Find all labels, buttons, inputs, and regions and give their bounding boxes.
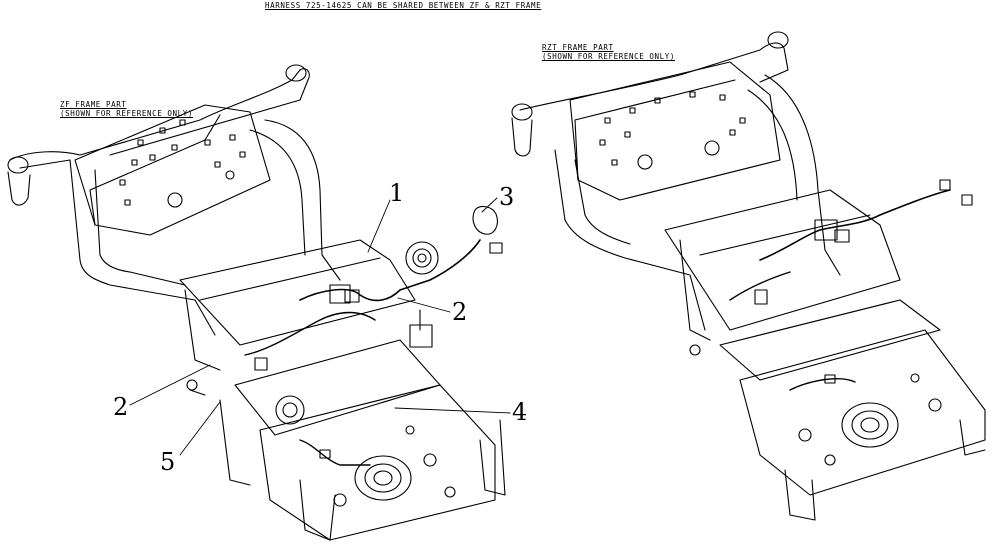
zf-harness bbox=[299, 239, 481, 302]
header-note: HARNESS 725-14625 CAN BE SHARED BETWEEN … bbox=[265, 1, 542, 10]
rzt-left-rail bbox=[554, 149, 706, 331]
zf-rear-plate bbox=[74, 104, 271, 236]
rzt-frame-drawing bbox=[511, 31, 986, 521]
rzt-right-rail bbox=[764, 74, 841, 276]
rzt-rear-plate bbox=[569, 61, 781, 201]
rzt-seat-pan bbox=[719, 299, 941, 381]
zf-frame-label-line2: (SHOWN FOR REFERENCE ONLY) bbox=[60, 109, 193, 118]
leader-3 bbox=[481, 197, 498, 213]
zf-left-rail bbox=[69, 159, 216, 336]
zf-frame-label-line1: ZF FRAME PART bbox=[60, 100, 127, 109]
leader-4 bbox=[394, 407, 511, 414]
rzt-plate-holes bbox=[599, 91, 746, 170]
leader-1 bbox=[367, 199, 391, 253]
leader-2b bbox=[129, 364, 211, 406]
callout-3: 3 bbox=[499, 183, 515, 211]
zf-frame-drawing bbox=[7, 64, 506, 541]
rzt-frame-label-line1: RZT FRAME PART bbox=[542, 43, 614, 52]
callout-2-right: 2 bbox=[452, 298, 468, 326]
callout-4: 4 bbox=[512, 398, 528, 426]
leader-5 bbox=[179, 401, 221, 456]
rzt-deck-plate bbox=[739, 329, 986, 496]
rzt-frame-label-line2: (SHOWN FOR REFERENCE ONLY) bbox=[542, 52, 675, 61]
zf-deck-plate bbox=[259, 384, 496, 541]
zf-plate-holes bbox=[119, 119, 246, 208]
zf-right-rail bbox=[264, 119, 341, 281]
callout-5: 5 bbox=[160, 448, 176, 476]
rzt-harness bbox=[759, 189, 951, 261]
callout-leaders bbox=[129, 197, 511, 456]
zf-seat-pan bbox=[234, 339, 441, 436]
callout-2-left: 2 bbox=[113, 393, 129, 421]
callout-1: 1 bbox=[389, 179, 405, 207]
leader-2a bbox=[397, 297, 451, 313]
